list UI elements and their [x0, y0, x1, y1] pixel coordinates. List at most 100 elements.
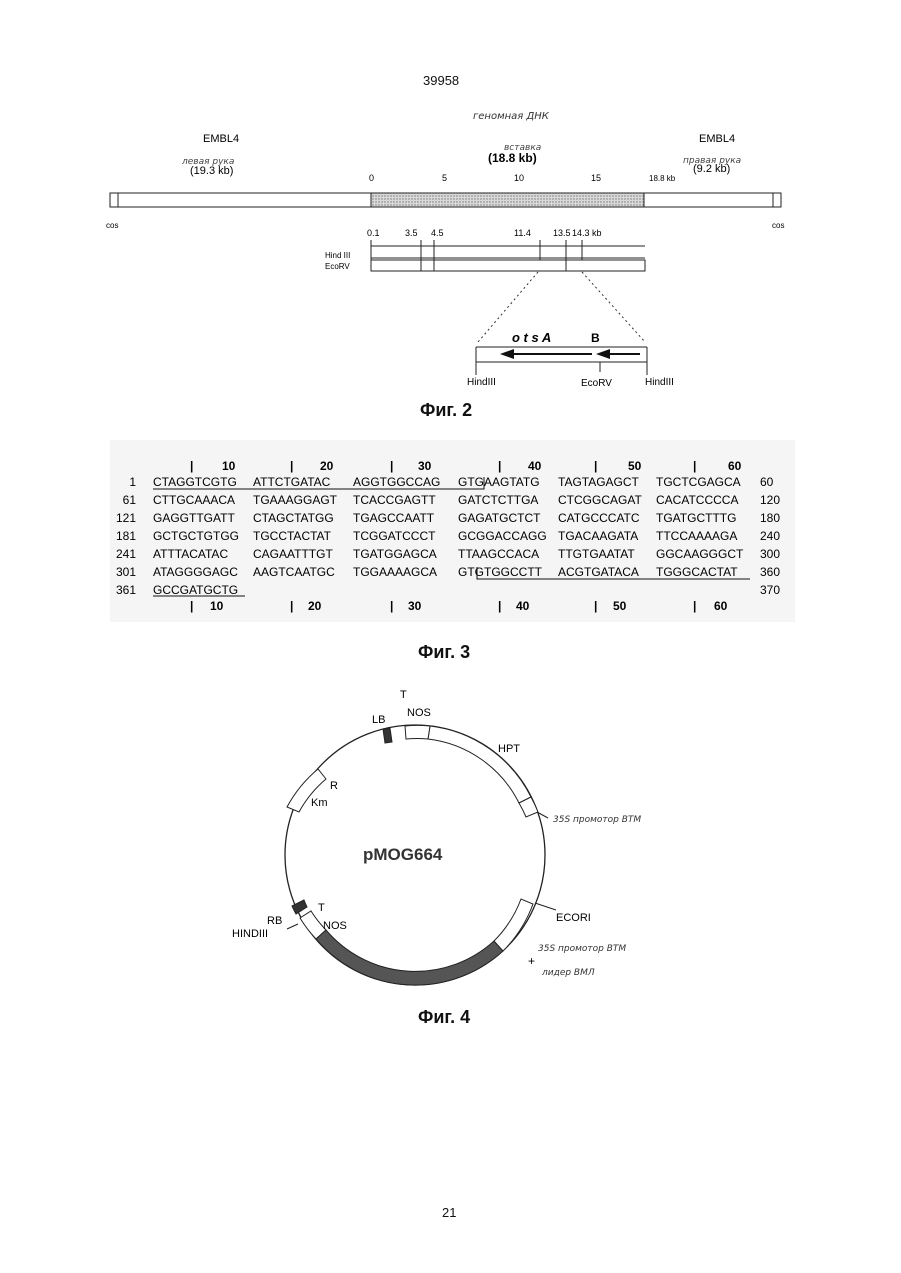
left-arm-bar [110, 193, 371, 207]
seq-row-3-b6: TGATGCTTTG [656, 511, 736, 525]
enzyme-hind-label: Hind III [325, 251, 350, 260]
fig3-sequence: | 10 | 20 | 30 | 40 | 50 | 60 1 CTAGGTCGTG ATT… [110, 440, 795, 622]
cos-left: cos [106, 221, 118, 230]
ruler-top: |10 |20 |30 |40 |50 |60 [190, 459, 742, 473]
cos-right: cos [772, 221, 784, 230]
svg-text:|: | [290, 599, 293, 613]
label-km: Km [311, 797, 328, 809]
seq-row-4-b1: GCTGCTGTGG [153, 529, 239, 543]
seq-row-4-b5: TGACAAGATA [558, 529, 638, 543]
seq-row-6-start: 301 [116, 565, 136, 579]
site-right-label: HindIII [645, 377, 674, 388]
tnos-top-box [405, 725, 430, 739]
seq-row-2-b6: CACATCCCCA [656, 493, 738, 507]
site-left-label: HindIII [467, 377, 496, 388]
seq-row-3-end: 180 [760, 511, 780, 525]
top-scale-0: 0 [369, 173, 374, 183]
label-hpt: HPT [498, 743, 520, 755]
seq-row-7-start: 361 [116, 583, 136, 597]
ruler-bottom-10: 10 [210, 599, 224, 613]
seq-row-6-b3: TGGAAAAGCA [353, 565, 437, 579]
seq-row-1-b5: TAGTAGAGCT [558, 475, 640, 489]
seq-row-2-b2: TGAAAGGAGT [253, 493, 338, 507]
genomic-dna-label: геномная ДНК [473, 111, 550, 122]
seq-row-4-start: 181 [116, 529, 136, 543]
ruler-bottom-60: 60 [714, 599, 728, 613]
seq-row-4-b3: TCGGATCCCT [353, 529, 436, 543]
fig2-map: геномная ДНК EMBL4 левая рука (19.3 kb) … [0, 100, 901, 400]
seq-row-1-b4: GTGAAGTATG [458, 475, 540, 489]
label-hindiii: HINDIII [232, 928, 268, 940]
right-arm-bar [644, 193, 781, 207]
top-scale-15: 15 [591, 173, 601, 183]
label-nos-bottom: NOS [323, 920, 347, 932]
ruler-top-60: 60 [728, 459, 742, 473]
seq-row-5-end: 300 [760, 547, 780, 561]
ruler-bottom-40: 40 [516, 599, 530, 613]
svg-text:|: | [693, 459, 696, 473]
svg-text:|: | [390, 459, 393, 473]
map-scale-11-4: 11.4 [514, 228, 531, 238]
seq-row-5-b4: TTAAGCCACA [458, 547, 539, 561]
seq-row-7-end: 370 [760, 583, 780, 597]
label-r: R [330, 780, 338, 792]
seq-row-2-b4: GATCTCTTGA [458, 493, 538, 507]
fig3-caption: Фиг. 3 [418, 642, 470, 663]
right-arm-size: (9.2 kb) [693, 163, 730, 175]
seq-row-6-b1: ATAGGGGAGC [153, 565, 238, 579]
svg-text:|: | [594, 599, 597, 613]
seq-row-4-end: 240 [760, 529, 780, 543]
seq-row-1-b2: ATTCTGATAC [253, 475, 331, 489]
svg-text:|: | [498, 459, 501, 473]
seq-row-3-b4: GAGATGCTCT [458, 511, 541, 525]
seq-row-5-b3: TGATGGAGCA [353, 547, 437, 561]
seq-row-3-b5: CATGCCCATC [558, 511, 640, 525]
promoter-box-2 [494, 899, 533, 951]
seq-row-6-end: 360 [760, 565, 780, 579]
label-t-bottom: T [318, 902, 325, 914]
seq-row-5-b6: GGCAAGGGCT [656, 547, 744, 561]
left-arm-name: EMBL4 [203, 133, 239, 145]
fig4-caption: Фиг. 4 [418, 1007, 470, 1028]
seq-row-2-b3: TCACCGAGTT [353, 493, 436, 507]
seq-row-3-b2: CTAGCTATGG [253, 511, 334, 525]
top-scale-5: 5 [442, 173, 447, 183]
svg-text:|: | [594, 459, 597, 473]
seq-row-2-b5: CTCGGCAGAT [558, 493, 642, 507]
map-scale-0-1: 0.1 [367, 228, 380, 238]
seq-row-5-b2: CAGAATTTGT [253, 547, 333, 561]
seq-row-2-start: 61 [123, 493, 137, 507]
seq-row-5-b5: TTGTGAATAT [558, 547, 635, 561]
lb-marker [383, 728, 392, 743]
seq-row-3-b1: GAGGTTGATT [153, 511, 235, 525]
seq-row-1-b1: CTAGGTCGTG [153, 475, 237, 489]
label-lb: LB [372, 714, 385, 726]
seq-row-6-b4: GTGTGGCCTT [458, 565, 543, 579]
seq-row-1-start: 1 [129, 475, 136, 489]
ruler-top-10: 10 [222, 459, 236, 473]
enzyme-ecorv-label: EcoRV [325, 262, 350, 271]
fig4-plasmid-map: T NOS LB HPT R Km 35S промотор ВТМ pMOG6… [0, 680, 901, 1010]
gene-a-label: o t s A [512, 330, 551, 345]
svg-text:|: | [498, 599, 501, 613]
ruler-top-40: 40 [528, 459, 542, 473]
label-ecori: ECORI [556, 912, 591, 924]
seq-row-6-b6: TGGGCACTAT [656, 565, 738, 579]
seq-row-4-b6: TTCCAAAAGA [656, 529, 737, 543]
gene-b-label: B [591, 331, 600, 345]
map-scale-4-5: 4.5 [431, 228, 444, 238]
label-rb: RB [267, 915, 282, 927]
seq-row-2-end: 120 [760, 493, 780, 507]
ruler-top-50: 50 [628, 459, 642, 473]
ruler-bottom-30: 30 [408, 599, 422, 613]
seq-row-6-b5: ACGTGATACA [558, 565, 639, 579]
hpt-gene [428, 726, 531, 803]
seq-row-3-start: 121 [116, 511, 136, 525]
label-35s-2: 35S промотор ВТМ [538, 944, 626, 954]
top-scale-end: 18.8 kb [649, 174, 676, 183]
label-leader: лидер ВМЛ [541, 968, 595, 978]
ruler-top-20: 20 [320, 459, 334, 473]
right-arm-name: EMBL4 [699, 133, 735, 145]
map-scale-3-5: 3.5 [405, 228, 418, 238]
seq-row-1-b3: AGGTGGCCAG [353, 475, 440, 489]
